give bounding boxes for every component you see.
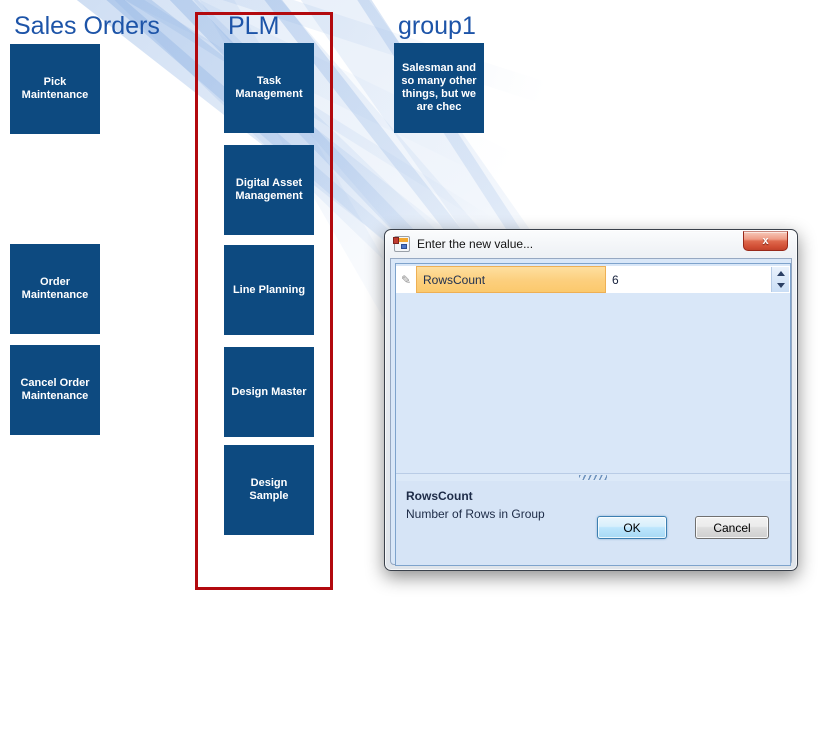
dialog-client-area: ✎ RowsCount 6 RowsCount Number of Rows i… (390, 258, 792, 566)
spin-up-icon (776, 270, 785, 276)
app-icon-red-shape (393, 237, 399, 244)
property-value-input[interactable]: 6 (612, 272, 619, 287)
description-property-name: RowsCount (406, 489, 473, 503)
spin-down-icon (776, 283, 785, 289)
splitter-grip-icon (579, 475, 607, 480)
value-spinner[interactable] (771, 267, 789, 292)
tile-salesman[interactable]: Salesman and so many other things, but w… (394, 43, 484, 133)
description-splitter[interactable] (396, 473, 790, 481)
enter-new-value-dialog: Enter the new value... x ✎ RowsCount 6 (384, 229, 798, 571)
property-value-cell[interactable]: 6 (606, 266, 790, 293)
property-row-rowscount[interactable]: ✎ RowsCount 6 (396, 266, 790, 293)
dialog-titlebar[interactable]: Enter the new value... x (385, 230, 797, 258)
description-help-text: Number of Rows in Group (406, 507, 545, 521)
tile-order-maintenance[interactable]: Order Maintenance (10, 244, 100, 334)
tile-task-management[interactable]: Task Management (224, 43, 314, 133)
property-grid-empty-area (396, 293, 790, 473)
tile-design-master[interactable]: Design Master (224, 347, 314, 437)
tile-cancel-order-maintenance[interactable]: Cancel Order Maintenance (10, 345, 100, 435)
app-icon-blue-shape (401, 244, 407, 249)
winforms-app-icon (393, 236, 410, 252)
cancel-button[interactable]: Cancel (695, 516, 769, 539)
tile-pick-maintenance[interactable]: Pick Maintenance (10, 44, 100, 134)
group-title-group1: group1 (398, 12, 476, 40)
group-title-sales-orders: Sales Orders (14, 12, 160, 40)
tile-design-sample[interactable]: Design Sample (224, 445, 314, 535)
property-name-cell[interactable]: RowsCount (416, 266, 606, 293)
close-button[interactable]: x (743, 231, 788, 251)
dialog-title: Enter the new value... (417, 237, 534, 251)
tile-digital-asset-management[interactable]: Digital Asset Management (224, 145, 314, 235)
tile-line-planning[interactable]: Line Planning (224, 245, 314, 335)
spin-down-button[interactable] (772, 280, 789, 293)
ok-button[interactable]: OK (597, 516, 667, 539)
spin-up-button[interactable] (772, 267, 789, 280)
edit-pencil-icon: ✎ (396, 266, 416, 293)
group-title-plm: PLM (228, 12, 280, 40)
